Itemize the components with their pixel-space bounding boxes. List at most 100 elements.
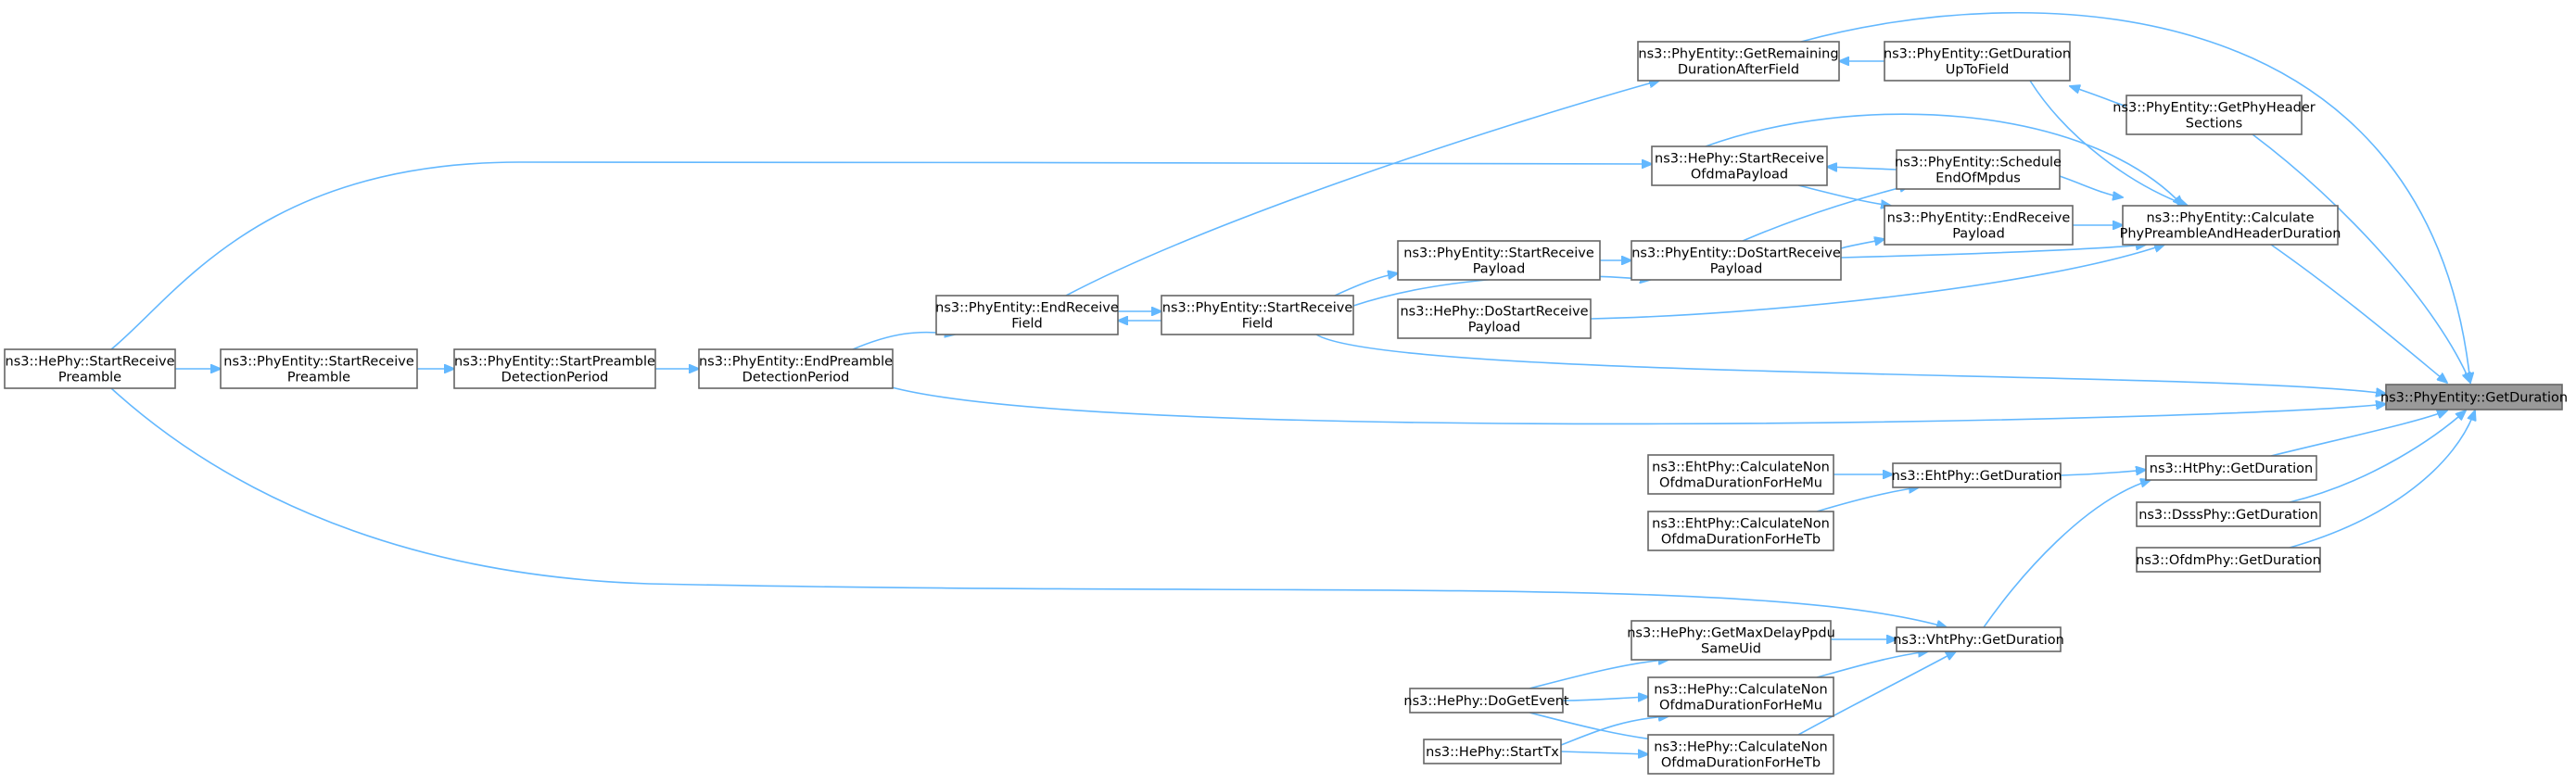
node-box (1631, 240, 1842, 281)
node-label: ns3::HePhy::CalculateNon (1654, 740, 1827, 755)
edge-n10-to-n7 (1590, 245, 2164, 320)
edge-line (110, 387, 1947, 627)
function-node[interactable]: ns3::HePhy::CalculateNonOfdmaDurationFor… (1647, 734, 1834, 775)
edge-line (1065, 81, 1659, 297)
function-node[interactable]: ns3::HePhy::CalculateNonOfdmaDurationFor… (1647, 676, 1834, 717)
edge-line (1560, 751, 1648, 754)
edge-n26-to-n24 (1816, 651, 1928, 678)
edge-line (1529, 660, 1669, 689)
edge-line (1742, 185, 1910, 242)
function-node[interactable]: ns3::HtPhy::GetDuration (2145, 455, 2317, 481)
function-node[interactable]: ns3::PhyEntity::GetRemainingDurationAfte… (1637, 41, 1840, 82)
edge-line (1840, 245, 2146, 259)
node-box (1637, 41, 1840, 82)
edge-line (1797, 651, 1956, 736)
edge-n24-to-n19 (1983, 480, 2151, 628)
node-label: ns3::EhtPhy::CalculateNon (1652, 517, 1830, 532)
edge-n13-to-n4 (110, 162, 1652, 350)
node-label: ns3::EhtPhy::GetDuration (1892, 469, 2062, 484)
node-label: ns3::HePhy::DoGetEvent (1403, 694, 1569, 709)
node-label: ns3::HePhy::CalculateNon (1654, 683, 1827, 698)
edge-n22-to-n0 (2289, 410, 2475, 549)
node-label: ns3::HePhy::StartReceive (1655, 152, 1824, 167)
edge-line (1705, 113, 2183, 206)
node-box (2136, 501, 2321, 527)
node-label: DetectionPeriod (501, 371, 609, 385)
edge-line (1816, 651, 1928, 678)
function-node[interactable]: ns3::VhtPhy::GetDuration (1893, 626, 2064, 652)
function-node[interactable]: ns3::HePhy::DoGetEvent (1403, 688, 1569, 714)
node-label: ns3::PhyEntity::EndReceive (1887, 211, 2071, 226)
edge-line (1983, 480, 2151, 628)
edge-line (1334, 273, 1398, 297)
function-node[interactable]: ns3::EhtPhy::CalculateNonOfdmaDurationFo… (1647, 454, 1834, 495)
function-node[interactable]: ns3::OfdmPhy::GetDuration (2136, 547, 2321, 573)
node-label: Field (1242, 317, 1273, 332)
node-label: Payload (1468, 321, 1521, 335)
node-box (2385, 384, 2563, 410)
node-box (1647, 734, 1834, 775)
function-node[interactable]: ns3::PhyEntity::EndPreambleDetectionPeri… (698, 348, 894, 389)
node-label: ns3::PhyEntity::StartReceive (223, 355, 414, 370)
node-label: ns3::EhtPhy::CalculateNon (1652, 461, 1830, 475)
edge-line (1840, 239, 1884, 249)
edge-n3-to-n2 (2070, 86, 2127, 107)
edge-line (2270, 244, 2447, 383)
edge-n25-to-n23 (1529, 660, 1669, 689)
graph-nodes: ns3::PhyEntity::GetDuration ns3::PhyEntit… (4, 41, 2568, 775)
function-node[interactable]: ns3::PhyEntity::StartPreambleDetectionPe… (453, 348, 656, 389)
graph-edges (110, 12, 2475, 754)
node-label: UpToField (1946, 63, 2010, 78)
edge-line (1590, 245, 2164, 320)
function-node[interactable]: ns3::DsssPhy::GetDuration (2136, 501, 2321, 527)
edge-n13-to-n24 (110, 387, 1947, 627)
node-label: OfdmaDurationForHeTb (1661, 533, 1821, 548)
node-box (4, 348, 176, 389)
node-label: ns3::HePhy::DoStartReceive (1400, 305, 1588, 320)
node-label: ns3::PhyEntity::StartReceive (1162, 301, 1353, 316)
node-label: ns3::PhyEntity::EndReceive (935, 301, 1119, 316)
edge-n4-to-n7 (1705, 113, 2183, 206)
node-label: EndOfMpdus (1935, 171, 2021, 186)
node-label: ns3::PhyEntity::StartReceive (1403, 246, 1594, 261)
edge-n12-to-n8 (1334, 273, 1398, 297)
edge-n21-to-n0 (2289, 410, 2466, 503)
edge-n4-to-n6 (1797, 184, 1891, 206)
node-label: ns3::HePhy::StartTx (1426, 745, 1559, 760)
node-box (1896, 626, 2062, 652)
node-label: PhyPreambleAndHeaderDuration (2120, 227, 2341, 242)
node-box (1884, 41, 2071, 82)
edge-n2-to-n7 (2029, 80, 2188, 206)
function-node[interactable]: ns3::EhtPhy::CalculateNonOfdmaDurationFo… (1647, 511, 1834, 551)
node-label: SameUid (1701, 642, 1761, 657)
function-node[interactable]: ns3::EhtPhy::GetDuration (1892, 462, 2062, 488)
edge-n1-to-n0 (1800, 12, 2470, 383)
node-label: Payload (1473, 262, 1526, 277)
edge-n27-to-n28 (1560, 751, 1648, 754)
function-node[interactable]: ns3::PhyEntity::CalculatePhyPreambleAndH… (2120, 205, 2341, 246)
node-box (1409, 688, 1564, 714)
edge-line (2270, 410, 2447, 457)
edge-n3-to-n0 (2252, 133, 2470, 383)
edge-n9-to-n5 (1742, 185, 1910, 242)
edge-line (1315, 334, 2386, 394)
function-node[interactable]: ns3::HePhy::StartTx (1423, 739, 1562, 764)
edge-line (2060, 470, 2146, 476)
edge-line (2070, 86, 2127, 107)
edge-n11-to-n1 (1065, 81, 1659, 297)
edge-n18-to-n19 (2060, 470, 2146, 476)
root-function-node[interactable]: ns3::PhyEntity::GetDuration (2380, 384, 2568, 410)
